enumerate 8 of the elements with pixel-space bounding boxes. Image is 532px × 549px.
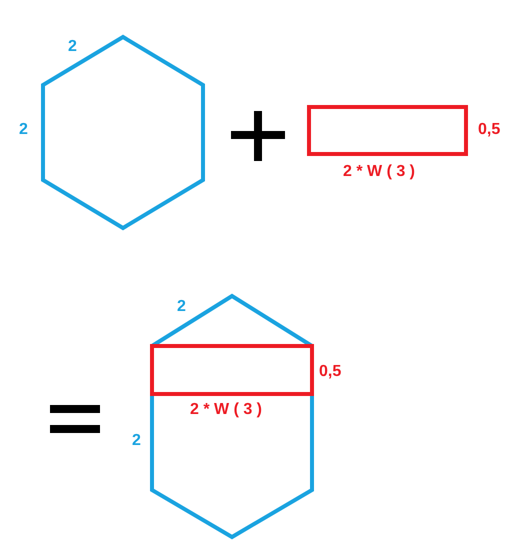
side-length-label: 2 [177, 299, 186, 315]
side-length-label: 2 [132, 433, 141, 449]
dimension-label: 2 * W ( 3 ) [190, 402, 262, 418]
dimension-label: 0,5 [319, 364, 342, 380]
dimension-label: 2 * W ( 3 ) [343, 164, 416, 180]
side-length-label: 2 [68, 39, 77, 55]
dimension-label: 0,5 [478, 122, 500, 138]
side-length-label: 2 [19, 122, 28, 138]
